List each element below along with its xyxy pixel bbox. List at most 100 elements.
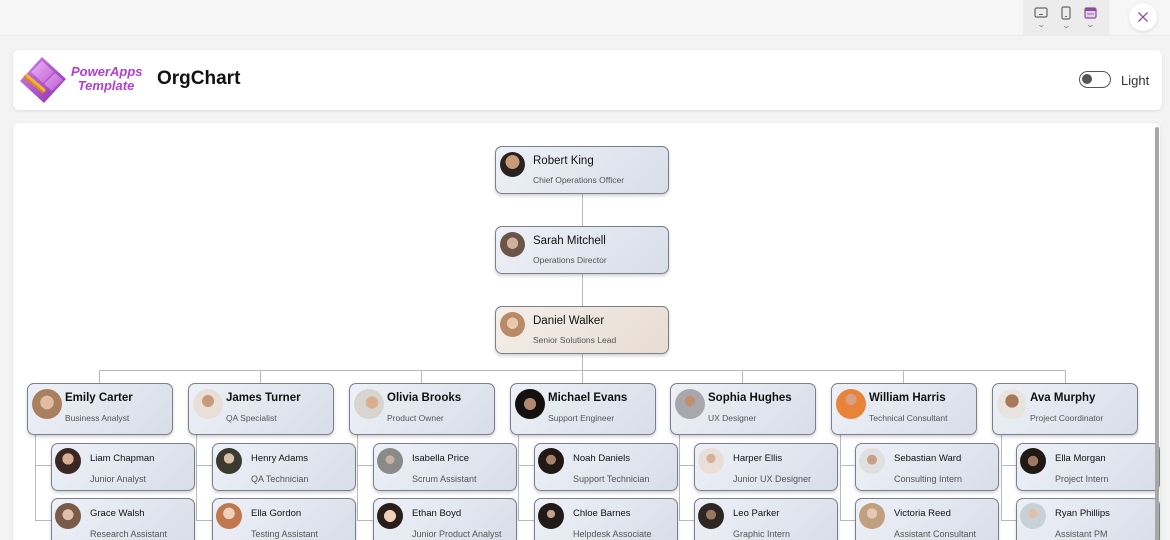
employee-name: Robert King [533, 155, 594, 167]
connector [903, 370, 904, 383]
org-card-ella-morgan[interactable]: Ella Morgan Project Intern [1016, 443, 1160, 491]
avatar [216, 503, 242, 529]
avatar [997, 389, 1027, 419]
connector [35, 465, 51, 466]
toggle-knob [1082, 74, 1092, 84]
org-card-leo-parker[interactable]: Leo Parker Graphic Intern [694, 498, 838, 540]
theme-toggle-label: Light [1121, 73, 1150, 88]
employee-role: Graphic Intern [733, 529, 791, 539]
org-card-victoria-reed[interactable]: Victoria Reed Assistant Consultant [855, 498, 999, 540]
org-card-daniel-walker[interactable]: Daniel Walker Senior Solutions Lead [495, 306, 669, 354]
avatar [500, 152, 525, 177]
connector [840, 520, 856, 521]
close-button[interactable] [1129, 3, 1157, 31]
employee-role: Scrum Assistant [412, 474, 477, 484]
connector [35, 520, 51, 521]
org-card-ethan-boyd[interactable]: Ethan Boyd Junior Product Analyst [373, 498, 517, 540]
employee-name: Ethan Boyd [412, 508, 462, 519]
org-card-emily-carter[interactable]: Emily Carter Business Analyst [27, 383, 173, 435]
employee-name: Sophia Hughes [708, 392, 792, 404]
connector [518, 435, 519, 520]
employee-name: Emily Carter [65, 392, 133, 404]
org-card-noah-daniels[interactable]: Noah Daniels Support Technician [534, 443, 678, 491]
employee-name: Ella Morgan [1055, 453, 1106, 464]
tablet-calendar-icon [1084, 7, 1097, 19]
employee-name: Victoria Reed [894, 508, 951, 519]
phone-icon [1061, 6, 1071, 20]
avatar [55, 503, 81, 529]
avatar [216, 448, 242, 474]
org-card-henry-adams[interactable]: Henry Adams QA Technician [212, 443, 356, 491]
org-card-ava-murphy[interactable]: Ava Murphy Project Coordinator [992, 383, 1138, 435]
employee-role: Assistant Consultant [894, 529, 977, 539]
org-card-liam-chapman[interactable]: Liam Chapman Junior Analyst [51, 443, 195, 491]
vertical-scrollbar[interactable] [1155, 127, 1159, 540]
org-card-olivia-brooks[interactable]: Olivia Brooks Product Owner [349, 383, 495, 435]
avatar [515, 389, 545, 419]
employee-role: Testing Assistant [251, 529, 319, 539]
employee-name: Ryan Phillips [1055, 508, 1110, 519]
avatar [377, 503, 403, 529]
chevron-down-icon: ⌄ [1036, 20, 1047, 29]
avatar [698, 503, 724, 529]
org-card-ryan-phillips[interactable]: Ryan Phillips Assistant PM [1016, 498, 1160, 540]
org-card-isabella-price[interactable]: Isabella Price Scrum Assistant [373, 443, 517, 491]
employee-name: Liam Chapman [90, 453, 155, 464]
avatar [1020, 503, 1046, 529]
avatar [55, 448, 81, 474]
org-card-sophia-hughes[interactable]: Sophia Hughes UX Designer [670, 383, 816, 435]
employee-role: Operations Director [533, 255, 607, 265]
employee-name: Leo Parker [733, 508, 780, 519]
employee-role: Junior Product Analyst [412, 529, 502, 539]
org-card-chloe-barnes[interactable]: Chloe Barnes Helpdesk Associate [534, 498, 678, 540]
avatar [500, 312, 525, 337]
org-card-ella-gordon[interactable]: Ella Gordon Testing Assistant [212, 498, 356, 540]
connector [518, 465, 534, 466]
connector [357, 435, 358, 520]
org-card-sebastian-ward[interactable]: Sebastian Ward Consulting Intern [855, 443, 999, 491]
avatar [538, 448, 564, 474]
avatar [859, 503, 885, 529]
employee-name: Ella Gordon [251, 508, 302, 519]
theme-toggle[interactable] [1079, 71, 1111, 88]
employee-name: Henry Adams [251, 453, 309, 464]
connector [840, 435, 841, 520]
connector [196, 465, 212, 466]
employee-role: Consulting Intern [894, 474, 963, 484]
employee-name: James Turner [226, 392, 301, 404]
connector [260, 370, 261, 383]
logo-line-1: PowerApps [71, 64, 143, 79]
org-card-harper-ellis[interactable]: Harper Ellis Junior UX Designer [694, 443, 838, 491]
connector [679, 465, 695, 466]
connector [1001, 435, 1002, 520]
phone-preview-button[interactable]: ⌄ [1055, 3, 1077, 33]
org-card-robert-king[interactable]: Robert King Chief Operations Officer [495, 146, 669, 194]
employee-role: Senior Solutions Lead [533, 335, 617, 345]
avatar [500, 232, 525, 257]
close-icon [1138, 12, 1148, 22]
connector [582, 354, 583, 370]
employee-role: Project Coordinator [1030, 413, 1104, 423]
org-card-sarah-mitchell[interactable]: Sarah Mitchell Operations Director [495, 226, 669, 274]
employee-role: UX Designer [708, 413, 757, 423]
employee-role: Product Owner [387, 413, 444, 423]
connector [1001, 465, 1017, 466]
connector [1065, 370, 1066, 383]
avatar [1020, 448, 1046, 474]
avatar [377, 448, 403, 474]
connector [840, 465, 856, 466]
org-card-james-turner[interactable]: James Turner QA Specialist [188, 383, 334, 435]
connector [582, 194, 583, 226]
employee-role: QA Technician [251, 474, 309, 484]
employee-role: Junior Analyst [90, 474, 147, 484]
avatar [193, 389, 223, 419]
org-card-william-harris[interactable]: William Harris Technical Consultant [831, 383, 977, 435]
org-card-michael-evans[interactable]: Michael Evans Support Engineer [510, 383, 656, 435]
chevron-down-icon: ⌄ [1085, 20, 1096, 29]
org-card-grace-walsh[interactable]: Grace Walsh Research Assistant [51, 498, 195, 540]
desktop-preview-button[interactable]: ⌄ [1030, 3, 1052, 33]
avatar [538, 503, 564, 529]
avatar [698, 448, 724, 474]
employee-name: Noah Daniels [573, 453, 631, 464]
tablet-preview-button[interactable]: ⌄ [1080, 3, 1102, 33]
